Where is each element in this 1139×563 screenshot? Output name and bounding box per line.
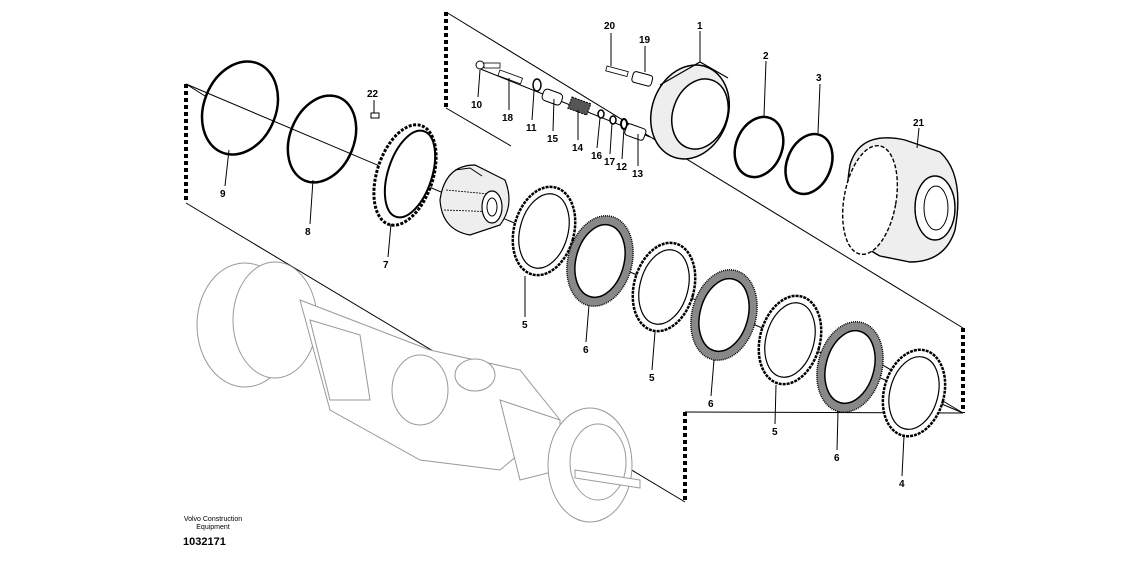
callout-15: 15: [547, 134, 559, 145]
callout-11: 11: [526, 123, 537, 134]
callout-18: 18: [502, 113, 514, 124]
callout-22: 22: [367, 89, 379, 100]
seal-16: [597, 109, 605, 119]
callout-9: 9: [220, 189, 226, 200]
callout-16: 16: [591, 151, 603, 162]
drawing-number: 1032171: [183, 536, 226, 548]
sleeve-15: [541, 88, 564, 106]
separator-disc-4: [881, 348, 947, 438]
ring-2: [733, 115, 785, 179]
pin-22: [370, 112, 380, 119]
callout-5c: 5: [772, 427, 778, 438]
friction-disc-6c: [816, 321, 884, 413]
separator-disc-5c: [757, 294, 823, 386]
callout-19: 19: [639, 35, 651, 46]
callout-21: 21: [913, 118, 925, 129]
ring-17: [609, 115, 617, 125]
spring-14: [567, 96, 592, 116]
callout-1: 1: [697, 21, 703, 32]
leader-lines: [224, 31, 920, 477]
o-ring-9: [200, 60, 280, 156]
o-ring-8: [286, 94, 358, 184]
callout-5b: 5: [649, 373, 655, 384]
credit-line-1: Volvo Construction: [184, 516, 242, 523]
callout-2: 2: [763, 51, 769, 62]
callout-8: 8: [305, 227, 311, 238]
piston-housing-1: [649, 61, 731, 160]
callout-10: 10: [471, 100, 483, 111]
pin-18: [497, 69, 524, 85]
planet-gear-assembly: [439, 164, 510, 236]
callout-7: 7: [383, 260, 389, 271]
separator-disc-5b: [631, 241, 697, 333]
plug-13: [624, 123, 647, 141]
axle-housing-illustration: [196, 261, 641, 523]
callout-4: 4: [899, 479, 905, 490]
credit-line-2: Equipment: [196, 524, 230, 531]
callout-13: 13: [632, 169, 644, 180]
callout-17: 17: [604, 157, 616, 168]
callout-6c: 6: [834, 453, 840, 464]
ring-3: [784, 132, 834, 196]
callout-5a: 5: [522, 320, 528, 331]
friction-disc-6a: [566, 215, 634, 307]
pin-bolt-row: [475, 60, 654, 141]
ring-gear-7: [372, 123, 438, 227]
screw-20: [605, 65, 629, 78]
friction-disc-6b: [690, 269, 758, 361]
callout-20: 20: [604, 21, 616, 32]
callout-12: 12: [616, 162, 628, 173]
bolt-10: [483, 62, 501, 69]
callout-14: 14: [572, 143, 584, 154]
hub-21: [841, 137, 959, 263]
callout-6b: 6: [708, 399, 714, 410]
pin-19: [631, 71, 654, 87]
callout-labels: 9 8 22 7 10 18 11 15 14 16 17 12 13 20 1…: [220, 21, 925, 490]
callout-3: 3: [816, 73, 822, 84]
callout-6a: 6: [583, 345, 589, 356]
separator-disc-5a: [511, 185, 577, 277]
washer-11: [532, 78, 542, 92]
